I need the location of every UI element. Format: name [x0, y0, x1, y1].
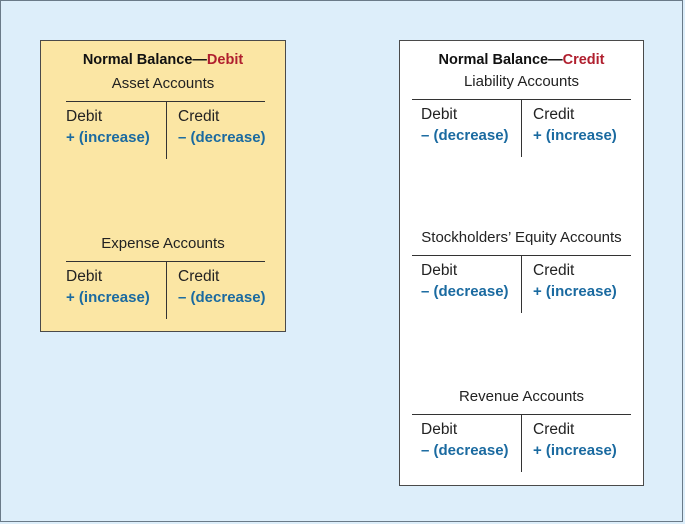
- credit-effect: + (increase): [533, 442, 617, 459]
- debit-effect: + (increase): [66, 289, 150, 306]
- t-account-divider: [166, 101, 167, 159]
- credit-effect: – (decrease): [178, 289, 266, 306]
- debit-effect: – (decrease): [421, 283, 509, 300]
- t-account-title: Revenue Accounts: [458, 388, 585, 405]
- credit-panel-heading: Normal Balance—Credit: [400, 52, 643, 68]
- credit-effect: + (increase): [533, 127, 617, 144]
- debit-effect: + (increase): [66, 129, 150, 146]
- heading-separator: —: [192, 52, 207, 68]
- heading-separator: —: [548, 52, 563, 68]
- debit-label: Debit: [421, 106, 458, 123]
- t-account-title: Liability Accounts: [463, 73, 580, 90]
- heading-balance-type: Credit: [562, 52, 605, 68]
- debit-effect: – (decrease): [421, 127, 509, 144]
- credit-normal-balance-panel: Normal Balance—Credit Liability Accounts…: [399, 40, 644, 486]
- credit-label: Credit: [533, 106, 575, 123]
- t-account-top-line: [66, 101, 265, 102]
- debit-label: Debit: [66, 108, 103, 125]
- heading-prefix: Normal Balance: [82, 52, 193, 68]
- credit-label: Credit: [178, 108, 220, 125]
- debit-label: Debit: [66, 268, 103, 285]
- t-account-top-line: [66, 261, 265, 262]
- t-account-divider: [521, 99, 522, 157]
- credit-label: Credit: [178, 268, 220, 285]
- debit-effect: – (decrease): [421, 442, 509, 459]
- t-account-title: Expense Accounts: [101, 235, 225, 252]
- credit-effect: – (decrease): [178, 129, 266, 146]
- heading-prefix: Normal Balance: [438, 52, 549, 68]
- t-account-title: Stockholders’ Equity Accounts: [421, 229, 622, 246]
- debit-label: Debit: [421, 262, 458, 279]
- credit-label: Credit: [533, 262, 575, 279]
- t-account-title: Asset Accounts: [111, 75, 215, 92]
- heading-balance-type: Debit: [206, 52, 244, 68]
- debit-panel-heading: Normal Balance—Debit: [41, 52, 285, 68]
- debit-label: Debit: [421, 421, 458, 438]
- t-account-divider: [521, 255, 522, 313]
- credit-effect: + (increase): [533, 283, 617, 300]
- t-account-divider: [166, 261, 167, 319]
- debit-normal-balance-panel: Normal Balance—Debit Asset Accounts Debi…: [40, 40, 286, 332]
- t-account-divider: [521, 414, 522, 472]
- credit-label: Credit: [533, 421, 575, 438]
